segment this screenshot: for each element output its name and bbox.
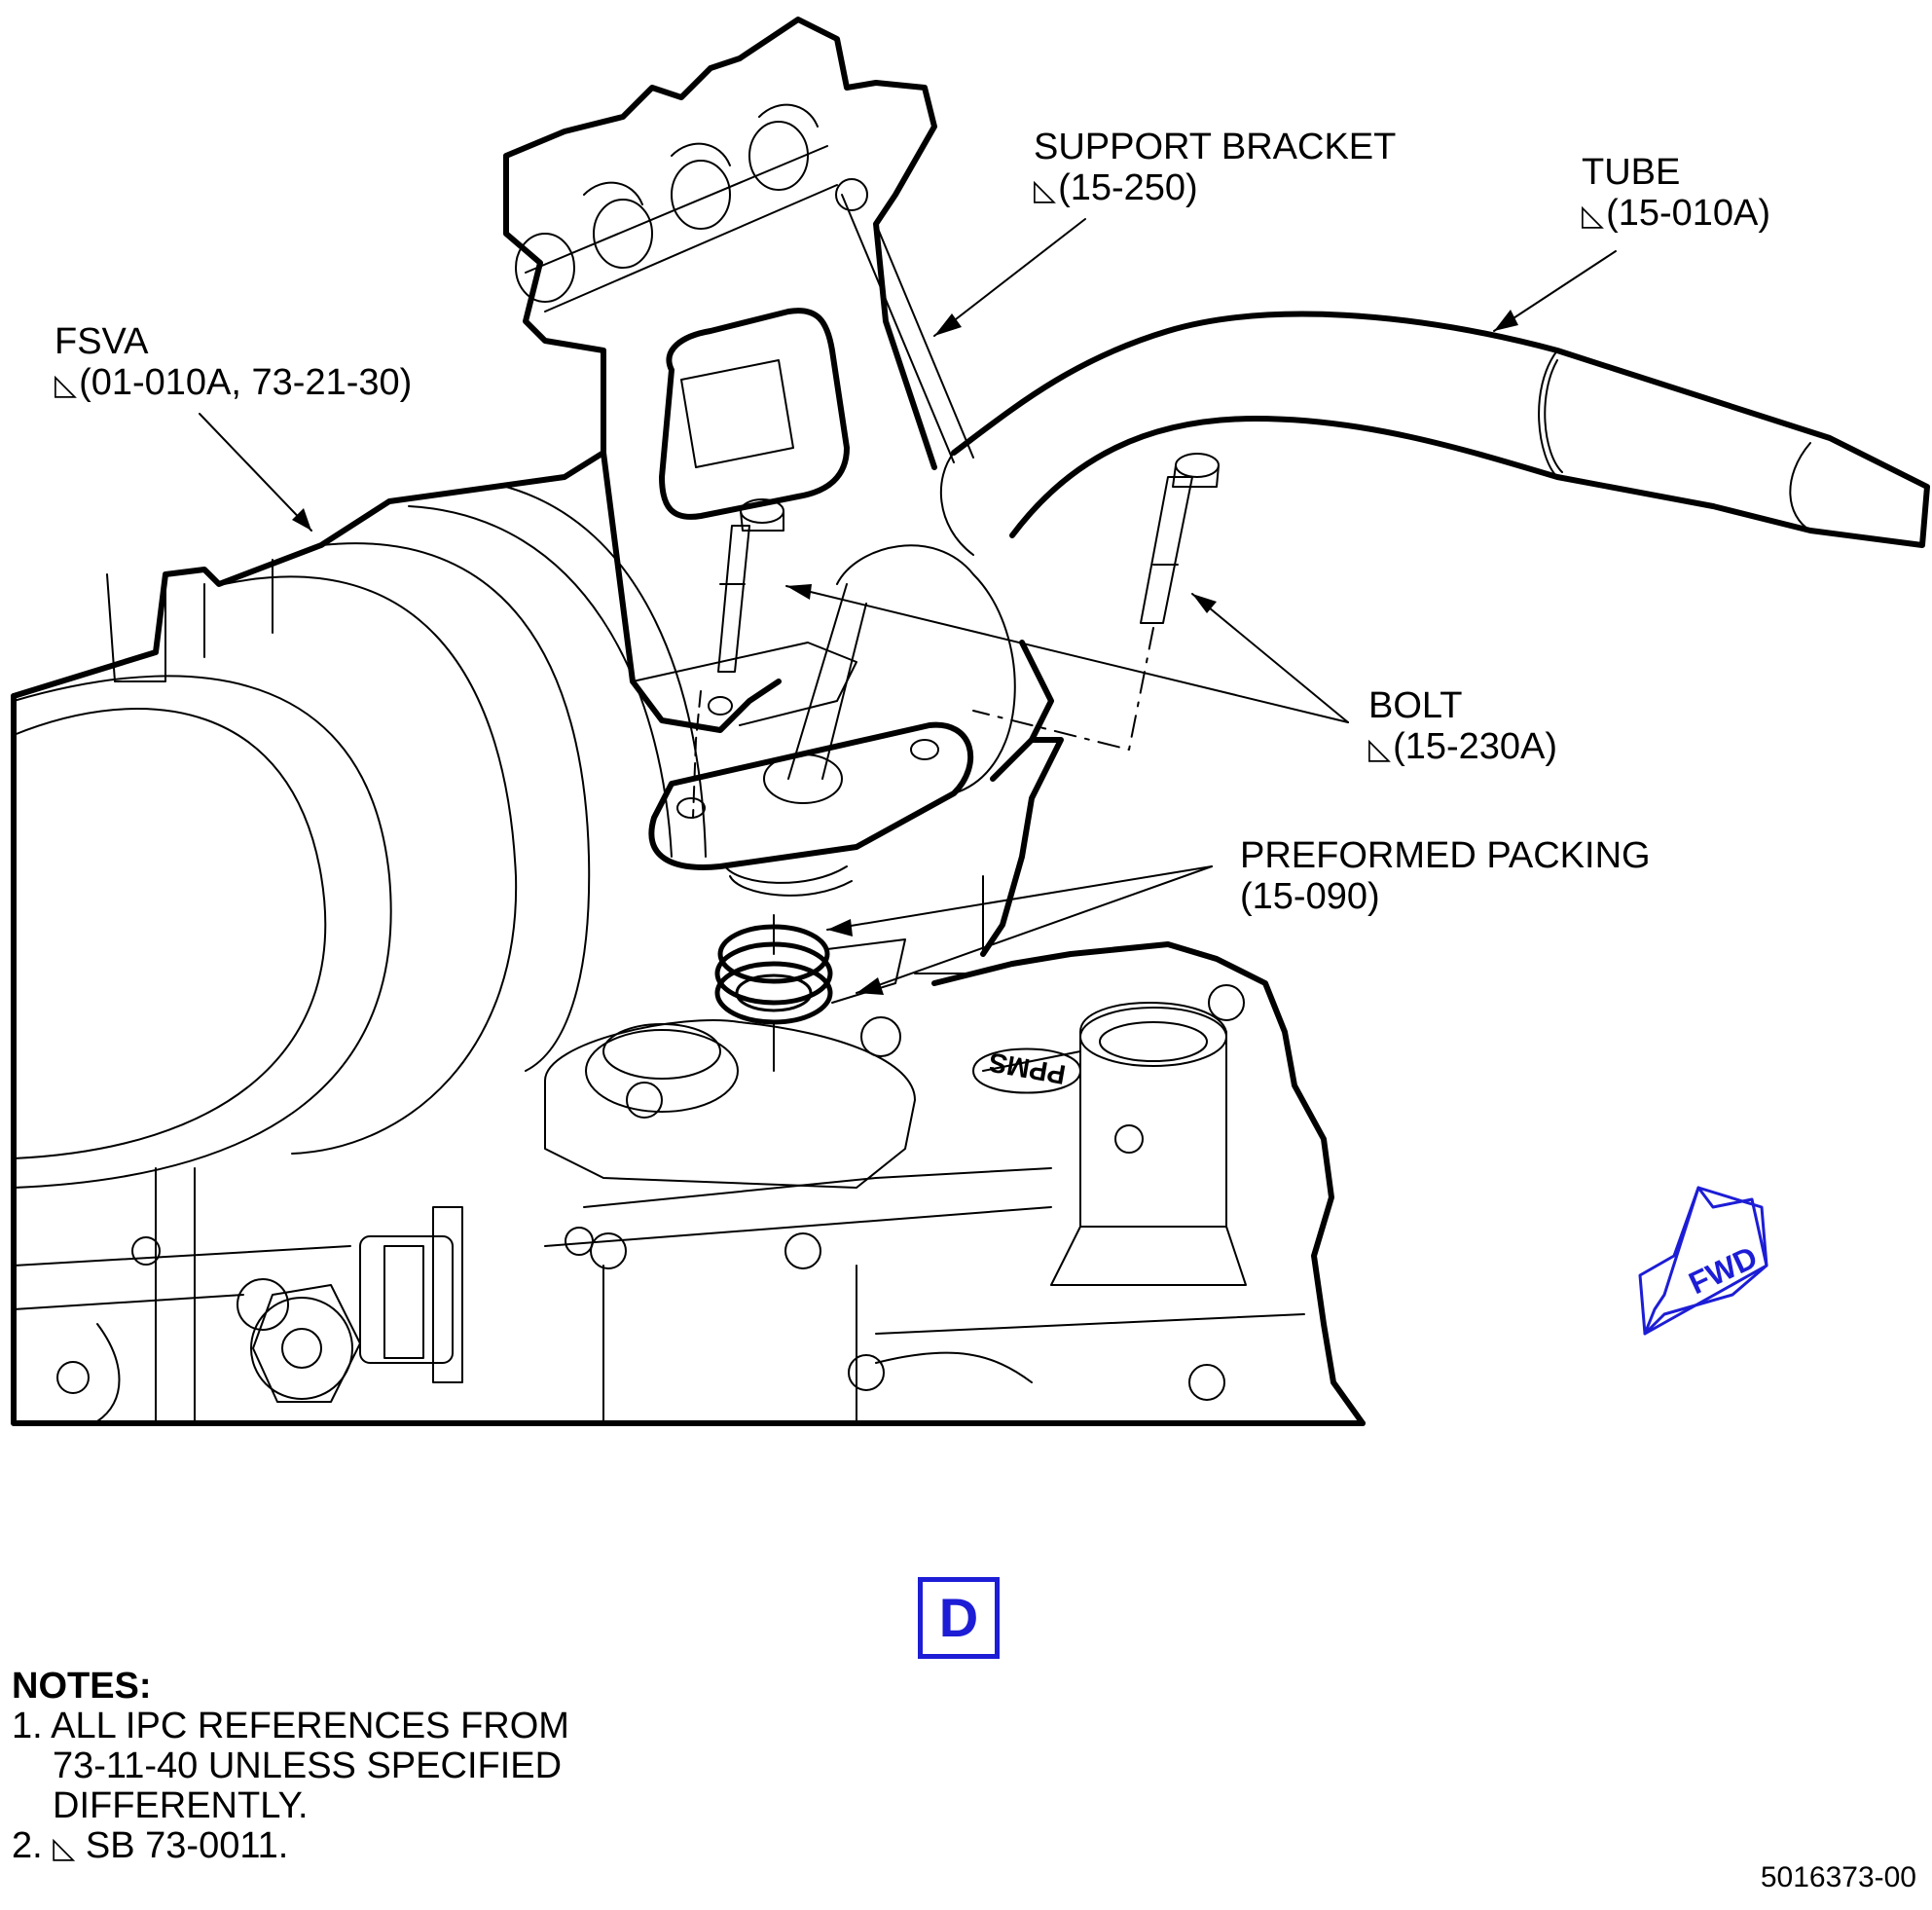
- fwd-label: FWD: [1684, 1239, 1763, 1301]
- notes-header: NOTES:: [12, 1666, 152, 1707]
- triangle-icon: ◺: [55, 369, 78, 401]
- triangle-icon: ◺: [1034, 174, 1057, 206]
- note-1-line-2: 73-11-40 UNLESS SPECIFIED: [53, 1745, 563, 1786]
- label-support-bracket-ref: ◺(15-250): [1034, 167, 1198, 208]
- label-bolt-ref: ◺(15-230A): [1368, 726, 1558, 767]
- label-tube: TUBE ◺(15-010A): [1582, 152, 1770, 237]
- ppms-engraving: PPMS: [987, 1047, 1069, 1089]
- tube: [939, 311, 1930, 556]
- note-2: 2. ◺ SB 73-0011.: [12, 1826, 569, 1868]
- label-preformed-packing: PREFORMED PACKING (15-090): [1240, 835, 1651, 917]
- note-2-text: SB 73-0011.: [85, 1825, 289, 1866]
- triangle-icon: ◺: [1368, 733, 1392, 765]
- preformed-packing: [714, 914, 906, 1072]
- label-fsva-ref: ◺(01-010A, 73-21-30): [55, 362, 413, 403]
- triangle-icon: ◺: [53, 1832, 76, 1864]
- valve-flange: [648, 544, 1064, 957]
- label-bolt: BOLT ◺(15-230A): [1368, 685, 1557, 770]
- label-fsva: FSVA ◺(01-010A, 73-21-30): [55, 321, 412, 406]
- support-bracket: [503, 17, 974, 733]
- leader-arrowheads: [292, 310, 1518, 995]
- bolt-centerline: [972, 627, 1154, 751]
- leader-lines: [199, 218, 1617, 994]
- label-packing-name: PREFORMED PACKING: [1240, 835, 1651, 876]
- view-letter-box: D: [918, 1577, 1000, 1659]
- note-1-line-3: DIFFERENTLY.: [53, 1785, 309, 1826]
- note-2-number: 2.: [12, 1825, 43, 1866]
- label-support-bracket-name: SUPPORT BRACKET: [1034, 127, 1397, 167]
- label-bolt-name: BOLT: [1368, 685, 1463, 726]
- note-1-line-1: 1. ALL IPC REFERENCES FROM: [12, 1706, 569, 1746]
- notes-block: NOTES: 1. ALL IPC REFERENCES FROM 73-11-…: [12, 1667, 569, 1868]
- label-packing-ref: (15-090): [1240, 876, 1380, 917]
- label-tube-name: TUBE: [1582, 152, 1681, 193]
- label-tube-ref: ◺(15-010A): [1582, 193, 1771, 234]
- bolt-right: [1140, 453, 1220, 624]
- figure-number: 5016373-00: [1760, 1861, 1916, 1893]
- gearbox-casing: [544, 941, 1366, 1426]
- triangle-icon: ◺: [1582, 200, 1605, 232]
- fsva-housing: [11, 450, 1366, 1426]
- label-fsva-name: FSVA: [55, 321, 149, 362]
- fwd-arrow-icon: FWD: [1638, 1186, 1768, 1336]
- label-support-bracket: SUPPORT BRACKET ◺(15-250): [1034, 127, 1396, 211]
- bolt-left: [717, 498, 784, 673]
